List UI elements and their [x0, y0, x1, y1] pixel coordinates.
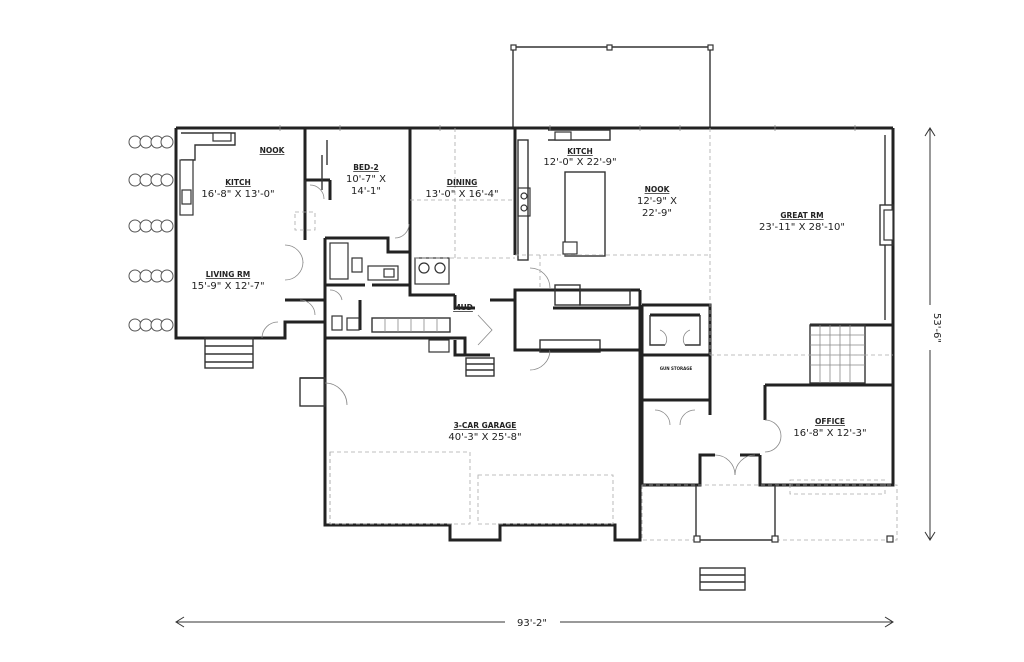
tub: [329, 242, 349, 280]
label-kitch-left: KITCH: [225, 178, 251, 187]
label-office: OFFICE: [815, 417, 845, 426]
shrubs-left: [128, 135, 174, 332]
shrub-row-2: [128, 173, 174, 187]
dims-dining: 13'-0" X 16'-4": [425, 189, 498, 200]
label-garage: 3-CAR GARAGE: [454, 421, 517, 430]
shrub-row-3: [128, 219, 174, 233]
left-entry-steps: [204, 337, 254, 369]
bed2-bath-fixtures: [321, 140, 450, 331]
shrub-row-5: [128, 318, 174, 332]
kitchen-island: [564, 171, 606, 257]
top-wall-windows: [279, 125, 856, 131]
label-nook-left: NOOK: [260, 146, 286, 155]
left-kitchen-counters: [179, 132, 316, 231]
pantry-closets: [529, 267, 701, 371]
interior-dashes: [410, 128, 893, 356]
shrub-row-4: [128, 269, 174, 283]
dims-nook-main-line2: 22'-9": [642, 208, 672, 219]
toilet-1: [351, 257, 363, 273]
main-sink: [554, 131, 572, 141]
label-great-rm: GREAT RM: [780, 211, 823, 220]
overall-depth-label: 53'-6": [931, 313, 942, 343]
overall-width-label: 93'-2": [517, 618, 547, 629]
stairs: [809, 324, 866, 384]
dims-office: 16'-8" X 12'-3": [793, 428, 866, 439]
dims-bed2-line1: 10'-7" X: [346, 174, 386, 185]
great-room-details: [879, 135, 894, 320]
depth-dimension: 53'-6": [922, 127, 942, 541]
main-kitchen: [515, 128, 711, 355]
dims-living-rm: 15'-9" X 12'-7": [191, 281, 264, 292]
toilet-2: [331, 315, 343, 331]
dims-nook-main-line1: 12'-9" X: [637, 196, 677, 207]
dims-garage: 40'-3" X 25'-8": [448, 432, 521, 443]
width-dimension: 93'-2": [175, 614, 894, 629]
left-wing-doors: [261, 184, 410, 339]
dims-bed2-line2: 14'-1": [351, 186, 381, 197]
label-nook-main: NOOK: [645, 185, 671, 194]
label-dining: DINING: [447, 178, 478, 187]
label-bed2: BED-2: [353, 163, 379, 172]
vanity-2: [346, 317, 360, 331]
label-mud: MUD: [453, 303, 473, 312]
left-kitchen-table: [294, 211, 316, 231]
left-range: [212, 132, 232, 142]
dims-kitch-main: 12'-0" X 22'-9": [543, 157, 616, 168]
label-living-rm: LIVING RM: [206, 270, 250, 279]
rear-patio: [510, 44, 714, 127]
dims-kitch-left: 16'-8" X 13'-0": [201, 189, 274, 200]
garage-walls: [299, 336, 642, 542]
label-gun-storage: GUN STORAGE: [660, 366, 693, 371]
dims-great-rm: 23'-11" X 28'-10": [759, 222, 845, 233]
front-porch: [641, 479, 898, 591]
shrub-row-1: [128, 135, 174, 149]
entry-doors: [654, 409, 782, 476]
left-sink: [181, 189, 192, 205]
label-kitch-main: KITCH: [567, 147, 593, 156]
mud-area: [371, 295, 495, 377]
